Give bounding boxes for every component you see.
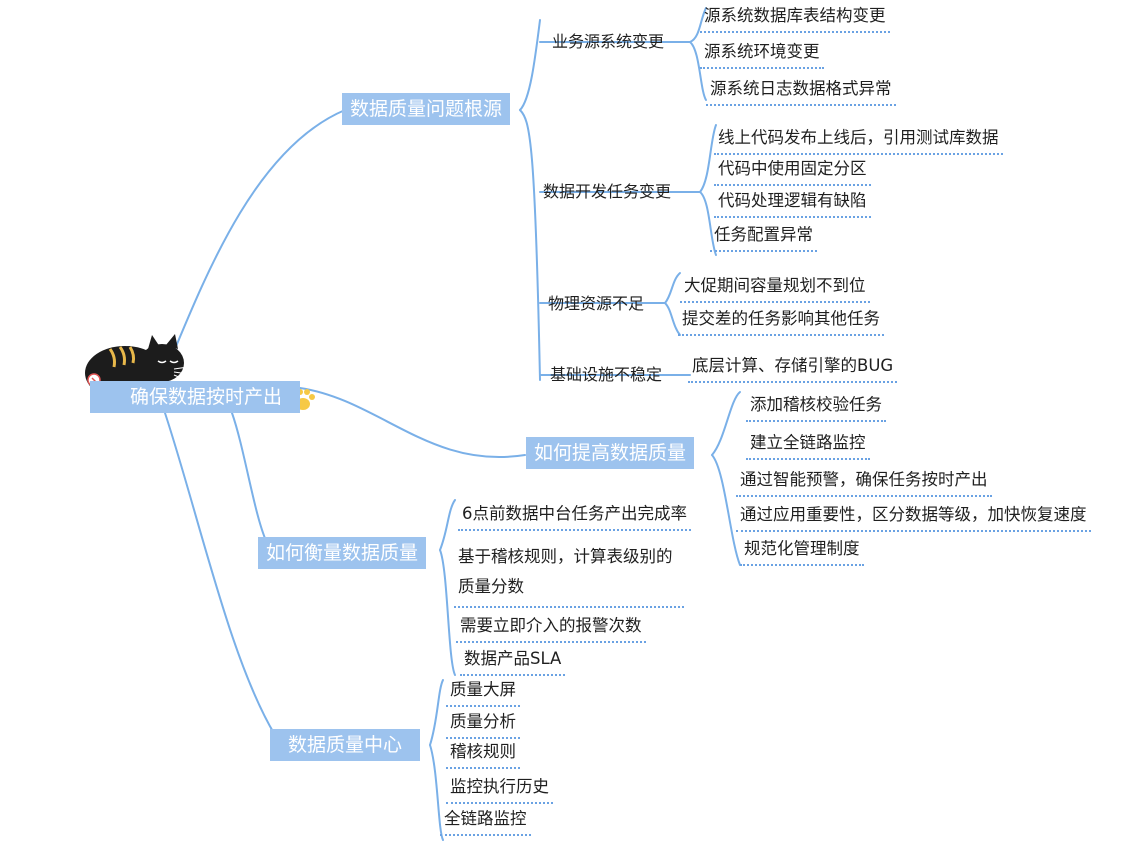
group-dev-task[interactable]: 数据开发任务变更 [543, 182, 672, 201]
leaf-dev-test-data[interactable]: 线上代码发布上线后，引用测试库数据 [714, 127, 1003, 155]
leaf-completion-rate[interactable]: 6点前数据中台任务产出完成率 [458, 503, 691, 531]
leaf-source-log-format[interactable]: 源系统日志数据格式异常 [706, 78, 896, 106]
leaf-quality-analysis[interactable]: 质量分析 [446, 711, 520, 739]
leaf-source-env-change[interactable]: 源系统环境变更 [700, 41, 824, 69]
leaf-smart-alert[interactable]: 通过智能预警，确保任务按时产出 [736, 469, 992, 497]
leaf-bad-task-impact[interactable]: 提交差的任务影响其他任务 [678, 308, 884, 336]
leaf-audit-rules[interactable]: 稽核规则 [446, 741, 520, 769]
leaf-importance-grading[interactable]: 通过应用重要性，区分数据等级，加快恢复速度 [736, 504, 1091, 532]
leaf-dev-config-error[interactable]: 任务配置异常 [710, 224, 817, 252]
leaf-alert-count[interactable]: 需要立即介入的报警次数 [456, 615, 646, 643]
leaf-dev-fixed-partition[interactable]: 代码中使用固定分区 [714, 158, 871, 186]
leaf-source-schema-change[interactable]: 源系统数据库表结构变更 [700, 5, 890, 33]
branch-sources[interactable]: 数据质量问题根源 [342, 93, 511, 125]
branch-center[interactable]: 数据质量中心 [270, 729, 421, 761]
group-physical-resource[interactable]: 物理资源不足 [548, 294, 645, 313]
branch-measure[interactable]: 如何衡量数据质量 [258, 537, 427, 569]
leaf-dev-logic-defect[interactable]: 代码处理逻辑有缺陷 [714, 190, 871, 218]
leaf-data-product-sla[interactable]: 数据产品SLA [460, 648, 566, 676]
leaf-add-audit-task[interactable]: 添加稽核校验任务 [746, 394, 886, 422]
leaf-monitor-history[interactable]: 监控执行历史 [446, 776, 553, 804]
leaf-engine-bug[interactable]: 底层计算、存储引擎的BUG [688, 355, 898, 383]
group-infrastructure[interactable]: 基础设施不稳定 [550, 365, 663, 384]
leaf-quality-screen[interactable]: 质量大屏 [446, 679, 520, 707]
branch-improve[interactable]: 如何提高数据质量 [526, 437, 695, 469]
leaf-management-system[interactable]: 规范化管理制度 [740, 538, 864, 566]
leaf-capacity-planning[interactable]: 大促期间容量规划不到位 [680, 275, 870, 303]
root-node[interactable]: 确保数据按时产出 [90, 381, 300, 413]
leaf-full-link-monitor[interactable]: 建立全链路监控 [746, 432, 870, 460]
group-business-source[interactable]: 业务源系统变更 [552, 32, 665, 51]
leaf-quality-score[interactable]: 基于稽核规则，计算表级别的质量分数 [454, 542, 684, 608]
leaf-full-link-monitor-center[interactable]: 全链路监控 [440, 808, 531, 836]
